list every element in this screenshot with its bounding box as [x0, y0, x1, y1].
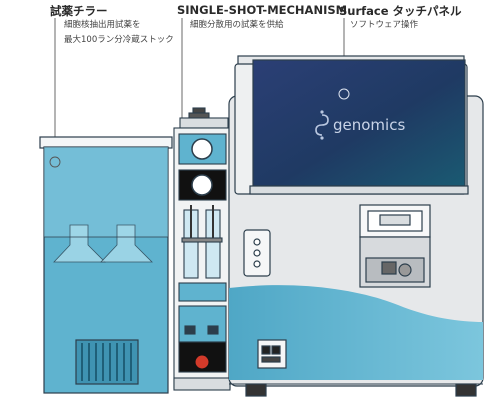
chiller-desc-line1: 細胞核抽出用試薬を — [64, 20, 141, 30]
side-button-3 — [253, 260, 261, 268]
mechanism-red-valve — [194, 354, 210, 370]
chiller-callout-dot — [49, 156, 61, 168]
chiller-title: 試薬チラー — [50, 4, 108, 18]
touch-screen — [252, 59, 466, 187]
instrument-blue-sweep — [229, 285, 483, 380]
chiller-vent — [75, 339, 139, 385]
reagent-chiller — [39, 136, 173, 394]
flask-2 — [100, 224, 153, 263]
mechanism-dial-top — [191, 138, 213, 160]
main-instrument — [228, 55, 484, 397]
panel-callout-dot — [338, 88, 350, 100]
foot-left — [245, 383, 267, 397]
chiller-desc-line2: 最大100ラン分冷蔵ストック — [64, 35, 174, 45]
mechanism-title: SINGLE-SHOT-MECHANISM — [177, 3, 348, 17]
mechanism-top-bracket — [179, 117, 229, 129]
side-button-2 — [253, 249, 261, 257]
screen-brand-text: genomics — [333, 116, 405, 134]
genomics-logo-icon — [315, 110, 329, 140]
foot-right — [455, 383, 477, 397]
panel-title: Surface タッチパネル — [339, 4, 462, 18]
single-shot-mechanism — [173, 107, 231, 391]
mechanism-dial-middle — [191, 174, 213, 196]
mechanism-desc: 細胞分散用の試薬を供給 — [190, 20, 284, 30]
side-button-1 — [253, 238, 261, 246]
panel-desc: ソフトウェア操作 — [350, 20, 419, 30]
chiller-lid — [39, 136, 173, 149]
